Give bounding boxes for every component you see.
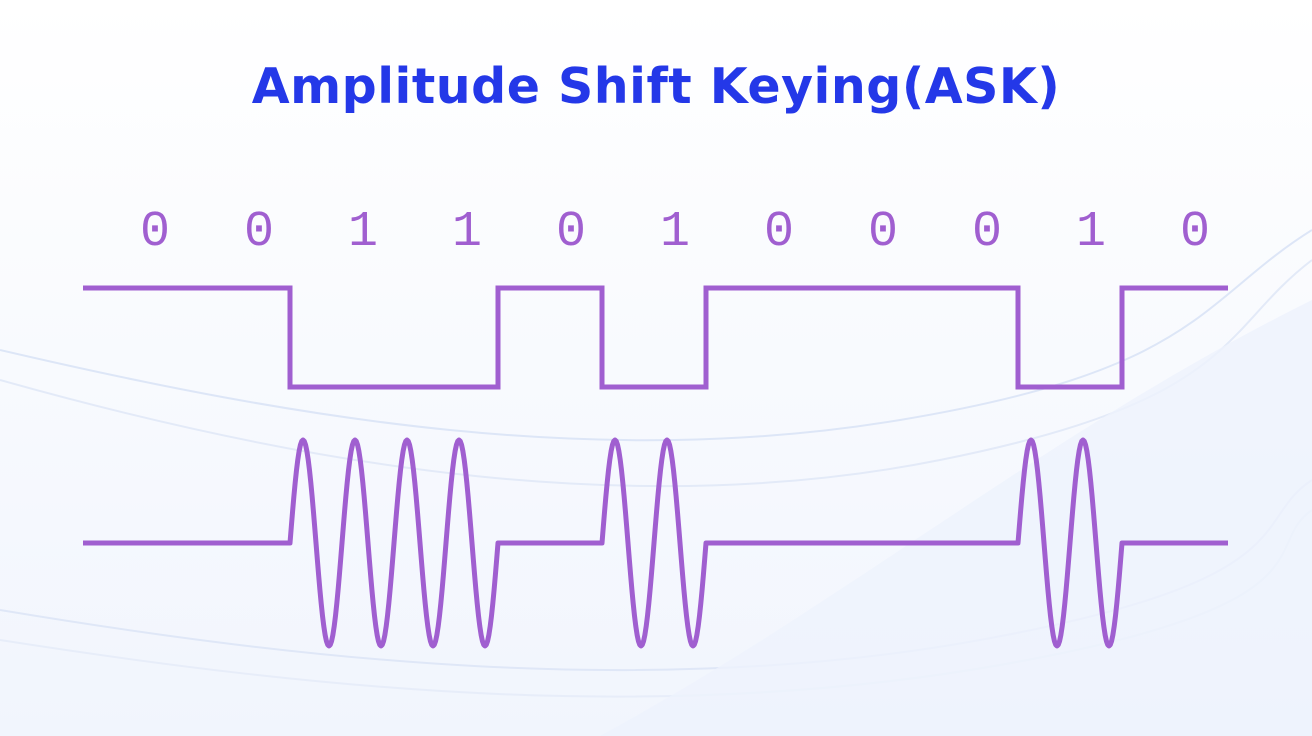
bit-label: 0: [1179, 204, 1210, 261]
bit-label: 0: [867, 204, 898, 261]
bit-label: 0: [139, 204, 170, 261]
bit-label: 1: [659, 204, 690, 261]
diagram-title: Amplitude Shift Keying(ASK): [251, 58, 1061, 115]
digital-signal-waveform: [83, 285, 1228, 390]
bit-label: 1: [1075, 204, 1106, 261]
bit-label: 0: [971, 204, 1002, 261]
bit-label: 1: [451, 204, 482, 261]
bit-label: 1: [347, 204, 378, 261]
bit-label: 0: [555, 204, 586, 261]
bit-label: 0: [243, 204, 274, 261]
bit-label: 0: [763, 204, 794, 261]
ask-modulated-waveform: [83, 437, 1228, 649]
